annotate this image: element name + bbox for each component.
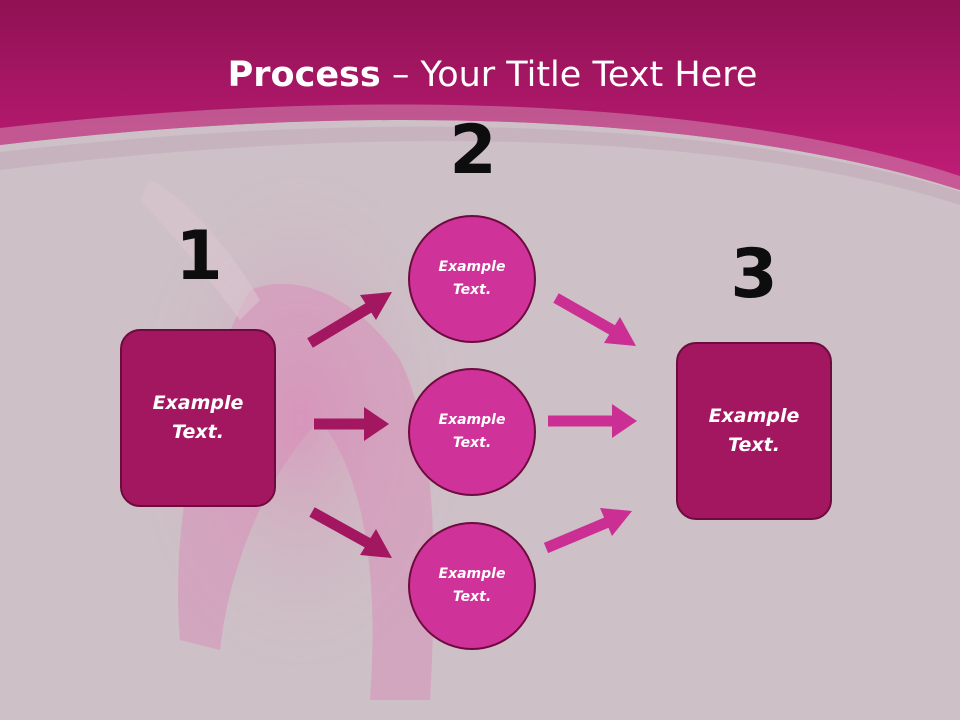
- step-number-2: 2: [449, 111, 497, 190]
- step-2-circle-bottom[interactable]: Example Text.: [408, 522, 536, 650]
- slide-title: Process – Your Title Text Here: [0, 52, 960, 98]
- step-number-1: 1: [175, 217, 223, 296]
- step-3-box-text: Example Text.: [708, 405, 800, 456]
- step-2-circle-middle-text: Example Text.: [438, 412, 506, 451]
- arrow-bottom-to-3: [543, 508, 632, 554]
- title-rest: – Your Title Text Here: [380, 55, 758, 95]
- title-bold: Process: [227, 55, 381, 95]
- arrow-1-to-bottom: [309, 507, 392, 558]
- arrow-top-to-3: [553, 293, 636, 346]
- step-1-box-text: Example Text.: [152, 392, 244, 443]
- arrow-middle-to-3: [548, 404, 637, 438]
- step-1-box[interactable]: Example Text.: [120, 329, 276, 507]
- arrow-1-to-top: [307, 292, 392, 348]
- step-2-circle-bottom-text: Example Text.: [438, 566, 506, 605]
- step-2-circle-top[interactable]: Example Text.: [408, 215, 536, 343]
- step-number-3: 3: [730, 235, 778, 314]
- arrow-1-to-middle: [314, 407, 389, 441]
- step-2-circle-top-text: Example Text.: [438, 259, 506, 298]
- step-2-circle-middle[interactable]: Example Text.: [408, 368, 536, 496]
- step-3-box[interactable]: Example Text.: [676, 342, 832, 520]
